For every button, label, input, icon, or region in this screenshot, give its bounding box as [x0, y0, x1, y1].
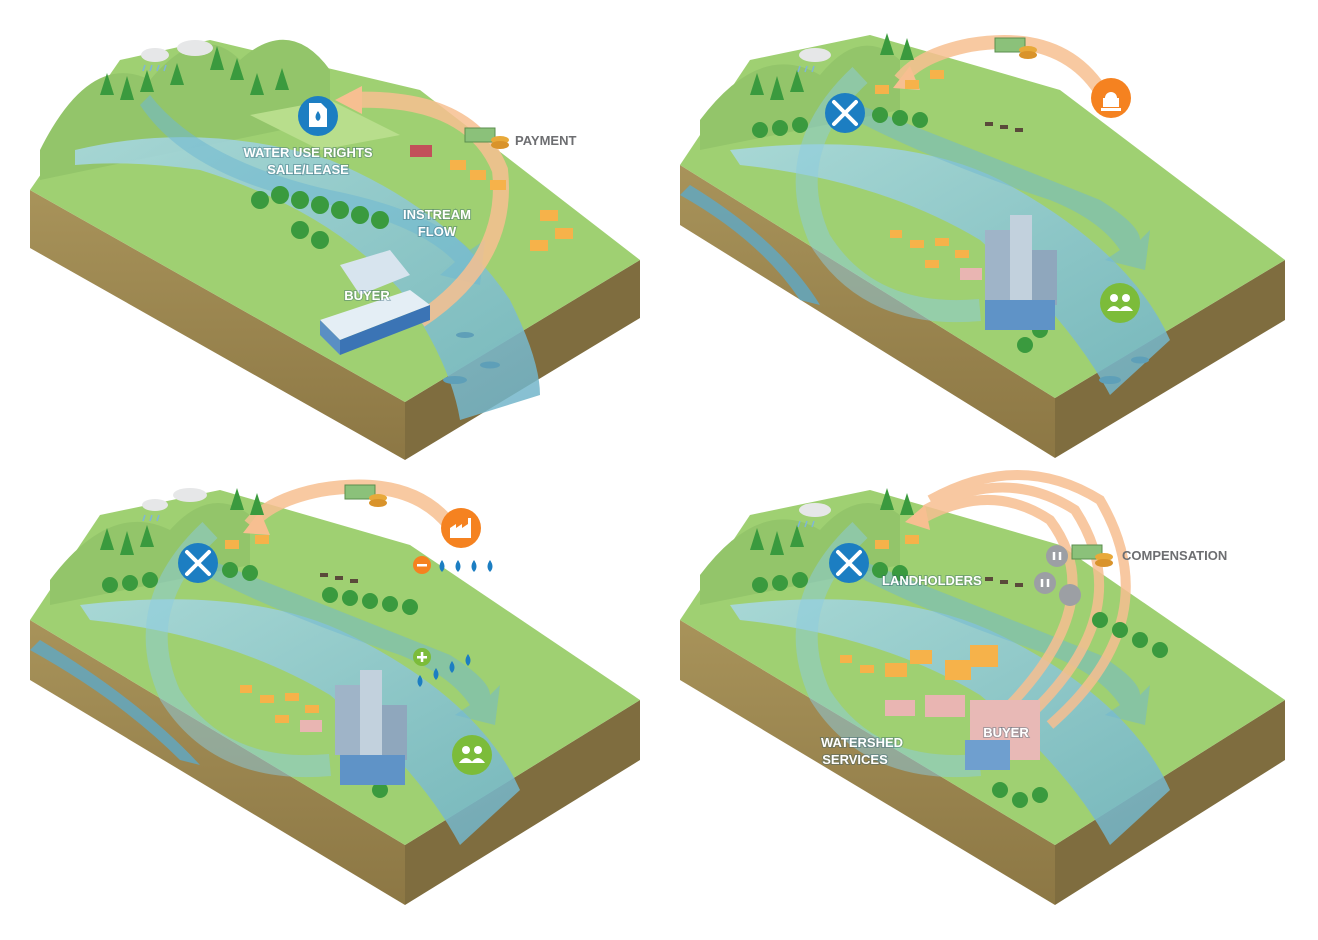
fish-icon	[443, 332, 500, 384]
groundwater	[30, 640, 200, 765]
tree-group	[750, 488, 1168, 808]
money-stack-icon	[344, 484, 387, 507]
minus-icon	[413, 556, 431, 574]
buyer-building	[320, 250, 430, 355]
money-stack-icon	[464, 127, 509, 149]
instream-flow-arrow	[140, 95, 485, 285]
funding-arrow	[894, 35, 1106, 95]
factory-icon	[441, 508, 481, 548]
tools-icon	[825, 93, 865, 133]
rights-label-line1: WATER USE RIGHTS	[243, 145, 372, 160]
city-buildings	[985, 215, 1057, 330]
flow-arrow	[845, 105, 1150, 270]
buyer-label: BUYER	[983, 725, 1029, 740]
panel-water-rights: WATER USE RIGHTS SALE/LEASE INSTREAM FLO…	[30, 39, 640, 460]
houses	[840, 535, 998, 717]
money-stack-icon	[994, 37, 1037, 59]
rain-cloud-icon	[142, 488, 207, 522]
payment-label: PAYMENT	[515, 133, 576, 148]
loop-arrow	[795, 66, 981, 323]
soil-front	[30, 620, 405, 905]
city-buildings	[335, 670, 407, 785]
water-drops-icon	[439, 560, 493, 572]
river	[730, 144, 1170, 395]
buyer-building	[965, 700, 1040, 770]
fish-icon	[1099, 356, 1149, 384]
compensation-arrows	[917, 470, 1131, 729]
soil-front	[680, 165, 1055, 458]
cattle	[985, 122, 1023, 132]
soil-side	[405, 700, 640, 905]
community-group-icon	[1100, 283, 1140, 323]
cattle	[985, 577, 1023, 587]
payment-arrow	[244, 479, 456, 530]
tree-group	[750, 33, 1048, 353]
water-document-icon	[298, 96, 338, 136]
rain-cloud-icon	[797, 503, 831, 528]
landholders-label: LANDHOLDERS	[882, 573, 982, 588]
houses	[410, 145, 573, 251]
river	[730, 599, 1170, 845]
tools-icon	[829, 543, 869, 583]
groundwater	[680, 185, 820, 305]
rain-cloud-icon	[797, 48, 831, 73]
panel-watershed-services: LANDHOLDERS COMPENSATION WATERSHED SERVI…	[680, 470, 1285, 905]
houses	[875, 70, 982, 280]
panel-water-quality-offset	[30, 479, 640, 905]
people-icon	[1034, 545, 1081, 606]
tools-icon	[178, 543, 218, 583]
instream-label-line2: FLOW	[418, 224, 457, 239]
compensation-label: COMPENSATION	[1122, 548, 1227, 563]
watershed-services-label-line2: SERVICES	[822, 752, 888, 767]
plus-icon	[413, 648, 431, 666]
tree-group	[100, 46, 389, 249]
loop-arrow	[145, 521, 331, 778]
soil-front	[680, 620, 1055, 905]
payment-arrow	[349, 91, 509, 327]
soil-side	[1055, 700, 1285, 905]
money-stack-icon	[1071, 544, 1113, 567]
government-capitol-icon	[1091, 78, 1131, 118]
river	[80, 599, 520, 845]
rights-label-line2: SALE/LEASE	[267, 162, 349, 177]
soil-front	[30, 190, 405, 460]
rain-cloud-icon	[141, 40, 213, 72]
watershed-services-label-line1: WATERSHED	[821, 735, 903, 750]
community-group-icon	[452, 735, 492, 775]
buyer-label: BUYER	[344, 288, 390, 303]
cattle	[320, 573, 358, 583]
soil-side	[1055, 260, 1285, 458]
houses	[225, 535, 322, 732]
watershed-services-loop	[795, 521, 981, 778]
panel-public-funding	[680, 33, 1285, 458]
flow-arrow	[845, 560, 1150, 725]
flow-arrow	[195, 560, 500, 725]
instream-label-line1: INSTREAM	[403, 207, 471, 222]
